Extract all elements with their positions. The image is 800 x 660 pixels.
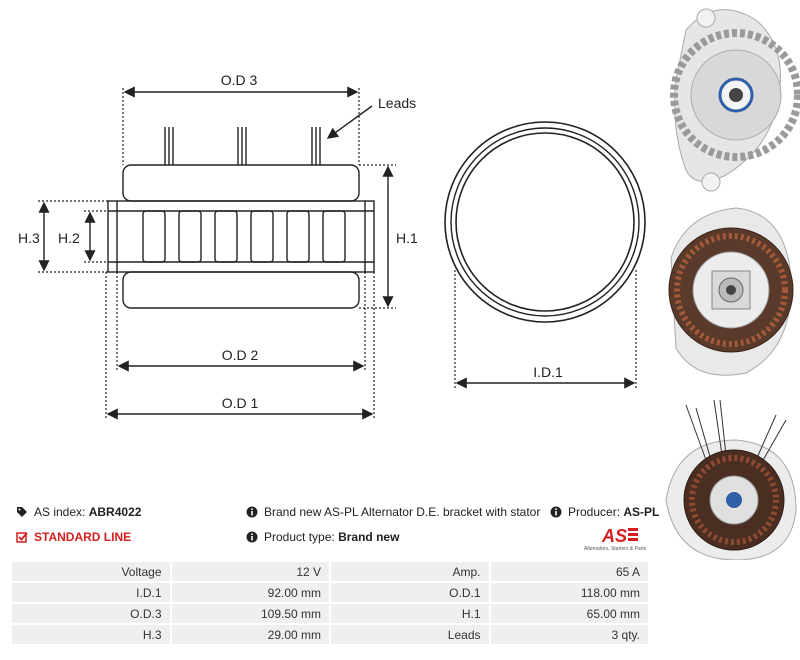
as-index-value: ABR4022 [88, 505, 142, 519]
info-icon [246, 531, 258, 543]
svg-text:AS: AS [601, 526, 627, 546]
table-row: O.D.3 109.50 mm H.1 65.00 mm [10, 602, 650, 625]
spec-value: 109.50 mm [169, 602, 331, 625]
spec-value: 92.00 mm [169, 581, 331, 604]
h2-label: H.2 [58, 230, 80, 246]
od1-label: O.D 1 [222, 395, 259, 411]
product-type-label: Product type: [264, 530, 335, 544]
as-logo-mark: AS [601, 526, 638, 546]
leads-label: Leads [378, 95, 416, 111]
tag-icon [17, 507, 27, 517]
table-row: I.D.1 92.00 mm O.D.1 118.00 mm [10, 581, 650, 604]
h3-label: H.3 [18, 230, 40, 246]
standard-line-text: STANDARD LINE [34, 530, 132, 544]
as-index: AS index: ABR4022 [16, 505, 141, 519]
stator-front-photo [668, 207, 794, 376]
bracket-photo [670, 8, 800, 192]
description-text: Brand new AS-PL Alternator D.E. bracket … [264, 505, 541, 519]
table-row: Voltage 12 V Amp. 65 A [10, 560, 650, 583]
h1-label: H.1 [396, 230, 418, 246]
od3-label: O.D 3 [221, 72, 258, 88]
spec-label: I.D.1 [10, 581, 172, 604]
spec-label: H.3 [10, 623, 172, 646]
stator-ring-view [444, 121, 646, 323]
producer-value: AS-PL [623, 505, 660, 519]
spec-label: O.D.3 [10, 602, 172, 625]
logo-tagline: Alternators, Starters & Parts [584, 546, 647, 552]
spec-label: H.1 [329, 602, 491, 625]
specifications-table: Voltage 12 V Amp. 65 A I.D.1 92.00 mm O.… [10, 560, 650, 646]
producer: Producer: AS-PL [550, 505, 659, 519]
info-icon [246, 506, 258, 518]
spec-label: Voltage [10, 560, 172, 583]
info-icon [550, 506, 562, 518]
od2-label: O.D 2 [222, 347, 259, 363]
spec-value: 65.00 mm [488, 602, 650, 625]
id1-label: I.D.1 [533, 364, 563, 380]
as-pl-logo: AS Alternators, Starters & Parts [584, 524, 654, 554]
spec-label: Leads [329, 623, 491, 646]
product-type: Product type: Brand new [246, 530, 399, 544]
spec-value: 118.00 mm [488, 581, 650, 604]
leads-pointer [326, 105, 373, 139]
leads-wires [164, 127, 321, 165]
spec-value: 29.00 mm [169, 623, 331, 646]
stator-slots [142, 210, 346, 263]
spec-value: 12 V [169, 560, 331, 583]
product-description: Brand new AS-PL Alternator D.E. bracket … [246, 505, 540, 519]
table-row: H.3 29.00 mm Leads 3 qty. [10, 623, 650, 646]
checkbox-icon [16, 532, 28, 543]
product-type-value: Brand new [338, 530, 400, 544]
stator-core [107, 200, 375, 273]
stator-technical-drawing: O.D 3 Leads H.3 H.2 H.1 O.D 2 O.D 1 I.D.… [18, 72, 646, 420]
spec-value: 65 A [488, 560, 650, 583]
standard-line: STANDARD LINE [16, 530, 131, 544]
stator-back-photo [665, 400, 797, 560]
stator-winding-top [122, 164, 360, 202]
stator-winding-bottom [122, 271, 360, 309]
as-index-label: AS index: [34, 505, 86, 519]
spec-label: O.D.1 [329, 581, 491, 604]
spec-label: Amp. [329, 560, 491, 583]
spec-value: 3 qty. [488, 623, 650, 646]
producer-label: Producer: [568, 505, 621, 519]
